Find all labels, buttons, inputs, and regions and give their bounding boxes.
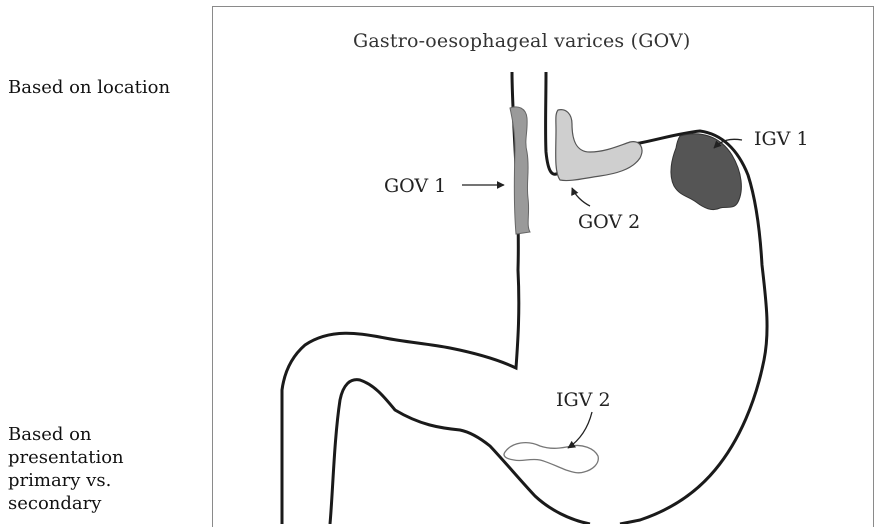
gov2-arrow xyxy=(572,188,590,206)
gov1-varix xyxy=(510,107,530,234)
igv1-label: IGV 1 xyxy=(754,128,809,150)
igv2-label: IGV 2 xyxy=(556,389,611,411)
gov1-label: GOV 1 xyxy=(384,175,446,197)
stomach-outline xyxy=(282,72,519,524)
gov2-label: GOV 2 xyxy=(578,211,640,233)
igv2-arrow xyxy=(568,412,592,448)
igv2-varix xyxy=(504,443,598,473)
gov2-varix xyxy=(556,110,642,181)
